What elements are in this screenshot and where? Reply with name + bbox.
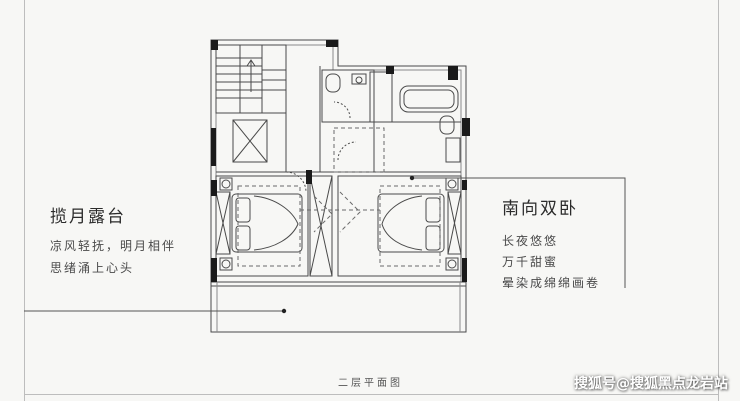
elevator-outline xyxy=(232,119,268,163)
left-callout-line-2: 思绪涌上心头 xyxy=(50,261,135,275)
toilet xyxy=(439,115,455,135)
left-callout-title: 揽月露台 xyxy=(50,207,126,227)
left-callout-line-1: 凉风轻抚，明月相伴 xyxy=(50,239,177,253)
bathroom-1-outline xyxy=(321,69,375,123)
frame-bottom-line xyxy=(24,394,718,395)
right-leader-line xyxy=(412,177,626,288)
left-leader-dot xyxy=(281,308,287,314)
plan-caption: 二层平面图 xyxy=(338,378,403,389)
bedroom-right-outline xyxy=(337,175,462,277)
bed-right xyxy=(377,193,445,253)
right-callout-line-2: 万千甜蜜 xyxy=(502,255,559,269)
right-callout-title: 南向双卧 xyxy=(502,199,578,219)
right-leader-dot xyxy=(409,175,415,181)
right-ceiling-dashed xyxy=(379,185,441,267)
frame-left-line xyxy=(24,0,25,401)
bathtub xyxy=(399,85,459,113)
right-callout-line-3: 晕染成绵绵画卷 xyxy=(502,276,601,290)
frame-right-line xyxy=(718,0,719,401)
watermark-text: 搜狐号@搜狐黑点龙岩站 xyxy=(574,376,728,392)
bed-left xyxy=(231,193,303,253)
left-ceiling-dashed xyxy=(237,185,301,267)
terrace-outline xyxy=(210,281,467,333)
stair-outline xyxy=(215,44,287,114)
right-callout-line-1: 长夜悠悠 xyxy=(502,234,559,248)
